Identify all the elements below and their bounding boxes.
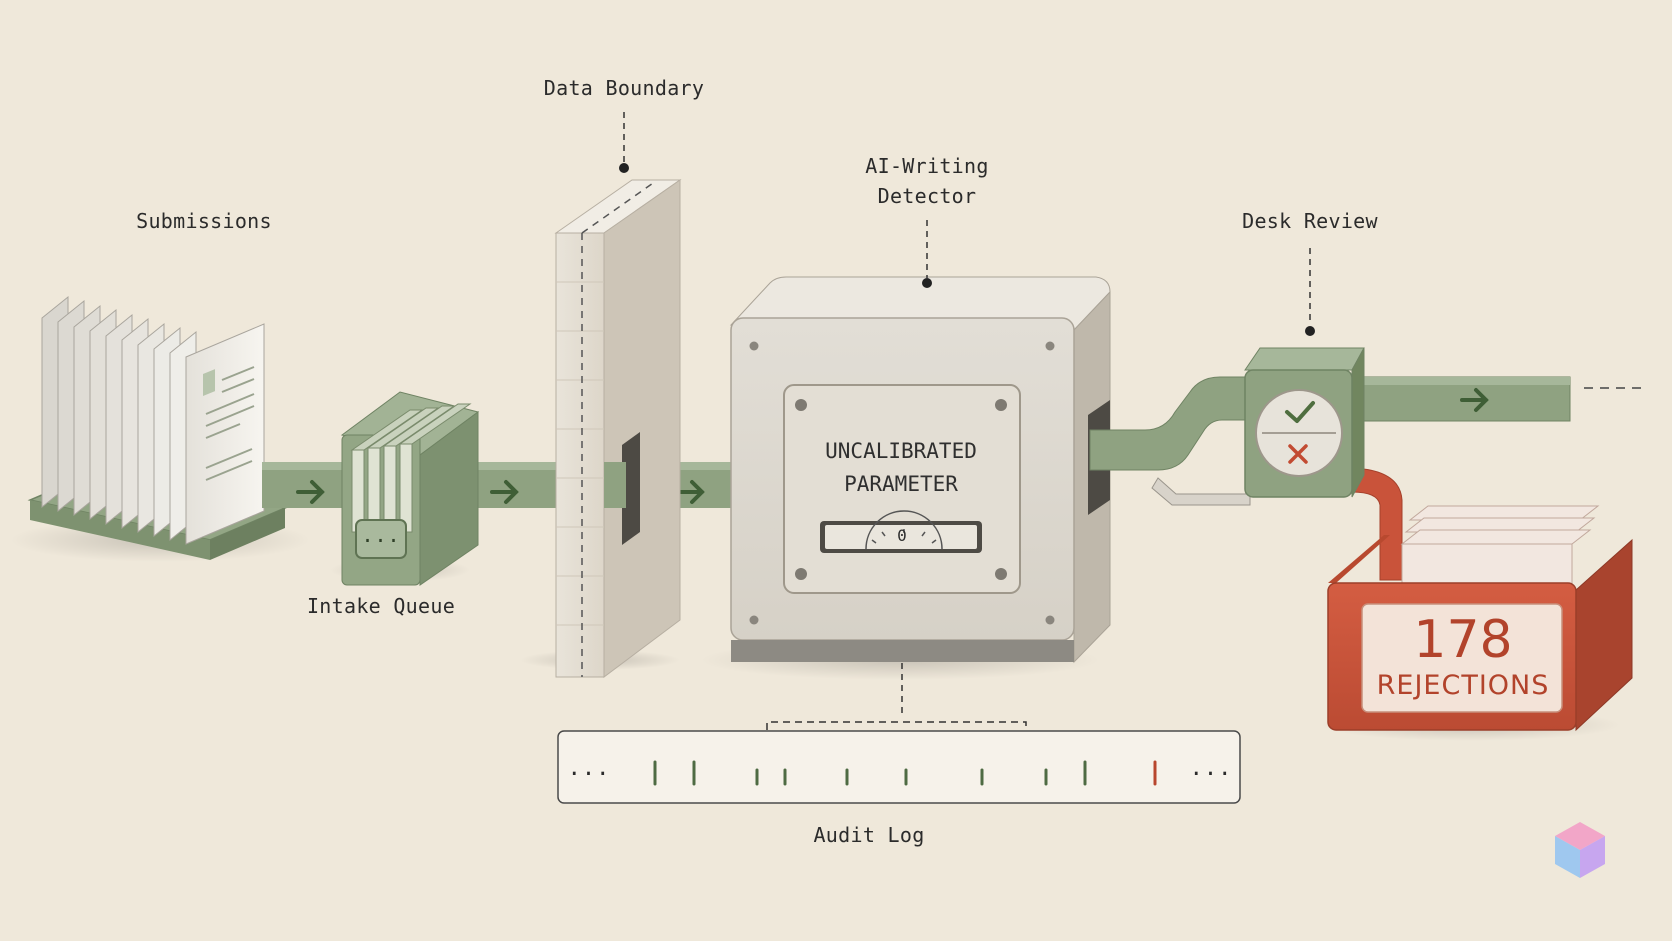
label-submissions: Submissions [136,209,272,233]
detector-gauge-value: 0 [897,526,907,545]
approve-check-icon [1285,401,1315,423]
label-audit-log: Audit Log [813,823,925,847]
detector-plate-line2: PARAMETER [844,472,958,496]
rejection-count-plate [1361,603,1563,713]
intake-queue-device [330,391,480,586]
cube-logo-icon [1555,822,1605,878]
rejection-count: 178 [1413,610,1513,670]
label-intake-queue: Intake Queue [306,594,456,618]
flow-arrow-2 [490,480,519,504]
callout-leaders [623,112,1311,325]
flow-arrow-3 [676,480,705,504]
label-data-boundary: Data Boundary [543,76,705,100]
label-detector: AI-Writing Detector [865,154,989,208]
audit-log-ellipsis-start: ... [567,756,611,781]
reject-x-icon [1288,444,1308,464]
flow-arrow-1 [296,480,325,504]
desk-review-device [1244,347,1365,498]
flow-arrow-4 [1460,388,1489,412]
ai-writing-detector [700,276,1111,680]
submissions-stack [10,295,310,562]
callout-dots [619,163,1315,336]
label-desk-review: Desk Review [1242,209,1378,233]
data-boundary-wall [520,179,682,678]
rejection-label: REJECTIONS [1376,670,1550,701]
queue-indicator [355,519,407,559]
rejection-bin [1320,467,1633,741]
audit-log-panel [557,663,1241,804]
audit-log-ellipsis-end: ... [1189,756,1233,781]
paper-sheets [41,295,265,545]
queue-indicator-dots: ... [361,523,401,547]
audit-log-ticks [653,760,1087,786]
detector-plate-line1: UNCALIBRATED [825,439,977,463]
